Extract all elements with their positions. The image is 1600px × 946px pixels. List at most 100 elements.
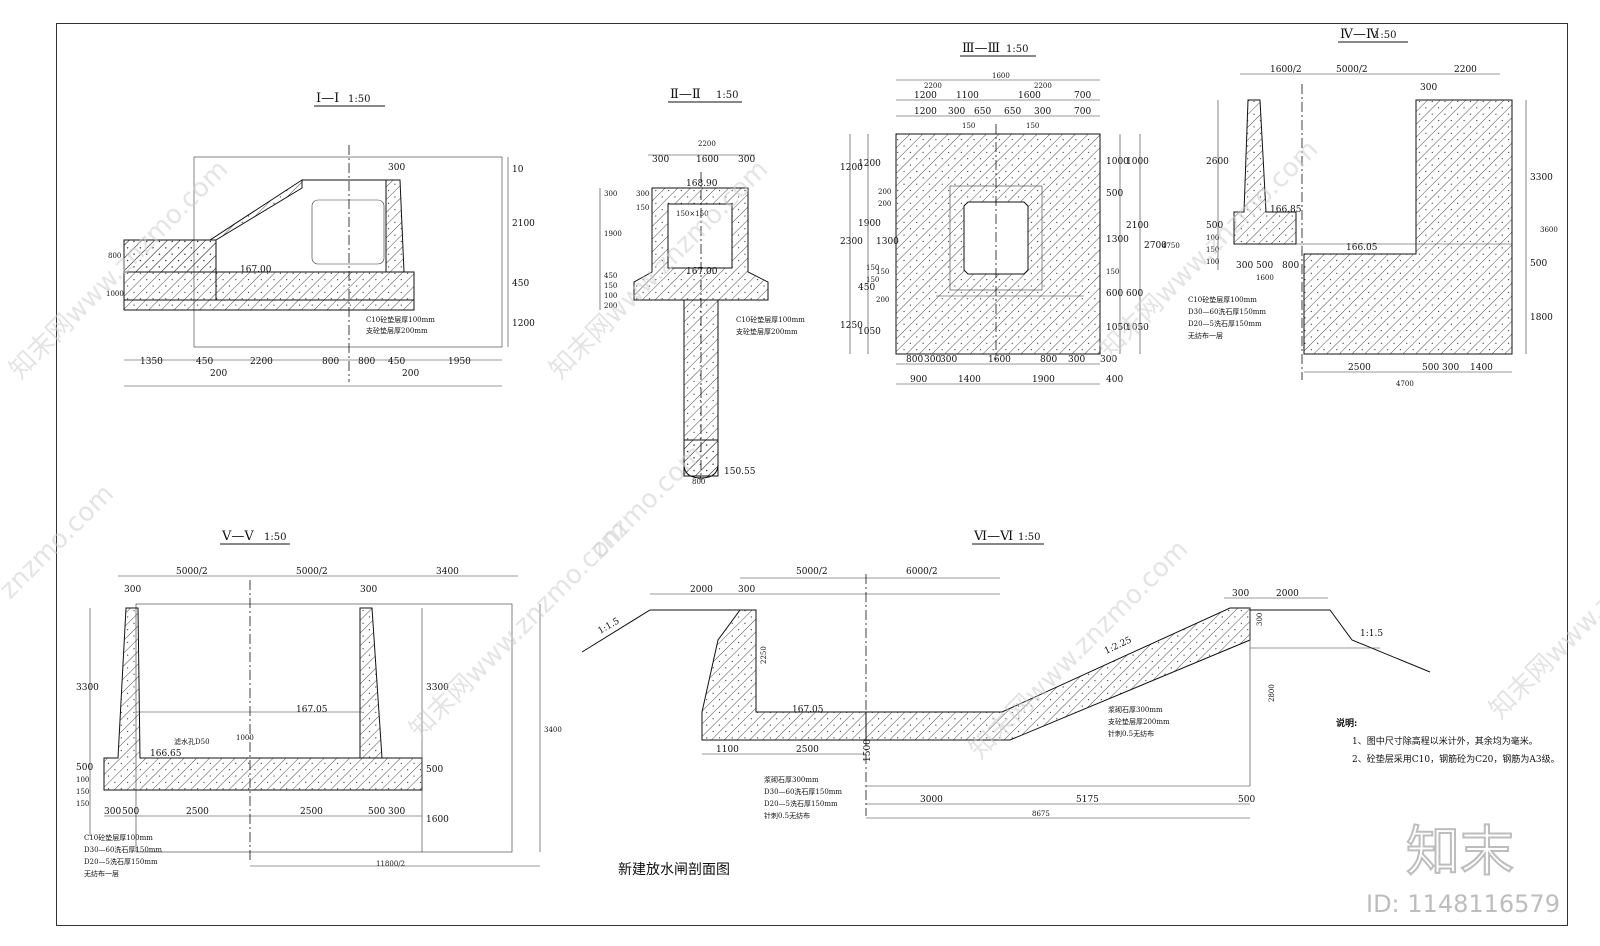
s4-mid-2: 500 <box>1256 261 1273 271</box>
s6-slope-right: 1:1.5 <box>1360 629 1383 639</box>
section-4-title: Ⅳ—Ⅳ <box>1340 27 1380 42</box>
section-6-scale: 1:50 <box>1018 532 1040 543</box>
s4-elev-b: 166.05 <box>1346 243 1378 253</box>
s4-ldim-4: 150 <box>1206 246 1219 254</box>
s1-bdim-5: 800 <box>358 357 375 367</box>
s6-tdim-2: 300 <box>738 585 755 595</box>
s3-ldim2-3: 1300 <box>876 237 899 247</box>
section-1-scale: 1:50 <box>348 94 370 105</box>
section-2: Ⅱ—Ⅱ 1:50 2200 300 1600 300 168.90 150×15… <box>599 87 805 486</box>
s3-row4-2: 150 <box>1026 122 1039 130</box>
s3-rdim-2: 500 <box>1106 189 1123 199</box>
s2-ldim-1: 300 <box>604 190 617 198</box>
s3-row1-1: 2200 <box>924 82 942 90</box>
watermark: 知末网www.znzmo.com <box>1094 134 1325 365</box>
s5-ldim-2: 500 <box>76 763 93 773</box>
s1-bdim2-2: 200 <box>402 369 419 379</box>
s5-tdim-2: 5000/2 <box>296 567 328 577</box>
watermark: znzmo.com <box>584 439 710 565</box>
s2-elev-mid: 167.00 <box>686 267 718 277</box>
s2-ldim-4: 150 <box>604 282 617 290</box>
s2-tdim-2: 1600 <box>696 155 719 165</box>
legend-item-1: 1、图中尺寸除高程以米计外，其余均为毫米。 <box>1352 735 1538 747</box>
s6-nl-1: 浆砌石厚300mm <box>764 775 819 784</box>
section-3-title: Ⅲ—Ⅲ <box>962 41 1000 56</box>
s3-brow1-3: 300 <box>940 355 957 365</box>
s5-tdim-1: 5000/2 <box>176 567 208 577</box>
s5-bdim-2: 500 <box>122 807 139 817</box>
s4-note-1: C10砼垫层厚100mm <box>1188 295 1257 304</box>
s5-ldim-4: 150 <box>76 788 89 796</box>
s4-mid-3: 800 <box>1282 261 1299 271</box>
s4-rtotal: 3600 <box>1540 226 1558 234</box>
s3-rdim2-2: 2100 <box>1126 221 1149 231</box>
s1-bdim-2: 450 <box>196 357 213 367</box>
s5-rdim-3: 1600 <box>426 815 449 825</box>
s6-mid-dim: 1500 <box>863 739 873 762</box>
s3-brow1-7: 300 <box>1100 355 1117 365</box>
s4-ldim-3: 100 <box>1206 234 1219 242</box>
s5-bdim-1: 300 <box>104 807 121 817</box>
s6-bleft-1: 1100 <box>716 745 739 755</box>
s3-row3-5: 300 <box>1034 107 1051 117</box>
s3-rdim-6: 1050 <box>1106 323 1129 333</box>
s2-ldim-6: 200 <box>604 302 617 310</box>
s1-bdim-1: 1350 <box>140 357 163 367</box>
s6-nr-2: 支砼垫层厚200mm <box>1108 717 1170 726</box>
s4-bdim-4: 1400 <box>1470 363 1493 373</box>
watermark: 知末网www.znzmo.com <box>1484 494 1600 725</box>
s2-ldim-2: 1900 <box>604 230 622 238</box>
s2-elev-bot: 150.55 <box>724 467 756 477</box>
s2-tdim-3: 300 <box>738 155 755 165</box>
s5-rdim-2: 500 <box>426 765 443 775</box>
s3-row2-3: 1600 <box>1018 91 1041 101</box>
s3-top-total: 1600 <box>992 72 1010 80</box>
s2-tdim-1: 300 <box>652 155 669 165</box>
s3-brow1-4: 1600 <box>988 355 1011 365</box>
s5-elev-b: 166.65 <box>150 749 182 759</box>
s2-note-1: C10砼垫层厚100mm <box>736 315 805 324</box>
brand-id: ID: 1148116579 <box>1366 890 1560 918</box>
s5-bdim-5: 500 <box>368 807 385 817</box>
s1-bdim-4: 800 <box>322 357 339 367</box>
s3-rdim2-4: 1050 <box>1126 323 1149 333</box>
s4-elev-a: 166.85 <box>1270 205 1302 215</box>
s1-rdim-2: 2100 <box>512 219 535 229</box>
s6-nl-3: D20—5洗石厚150mm <box>764 799 838 808</box>
section-6-title: Ⅵ—Ⅵ <box>973 529 1013 544</box>
s3-rdim-3: 1300 <box>1106 235 1129 245</box>
s5-btotal: 11800/2 <box>376 860 405 868</box>
s4-bdim-1: 2500 <box>1348 363 1371 373</box>
s1-ldim-2: 1000 <box>106 290 124 298</box>
s3-lsmall-2: 200 <box>878 200 891 208</box>
s6-tright-1: 300 <box>1232 589 1249 599</box>
s6-rdim-2: 2800 <box>1268 684 1276 702</box>
s4-ldim-5: 100 <box>1206 258 1219 266</box>
s3-rdim-1: 1000 <box>1106 157 1129 167</box>
legend-heading: 说明: <box>1336 717 1357 729</box>
s5-rtotal: 3400 <box>544 726 562 734</box>
s3-row4-1: 150 <box>962 122 975 130</box>
s1-note-1: C10砼垫层厚100mm <box>366 315 435 324</box>
s3-brow2-4: 400 <box>1106 375 1123 385</box>
s4-ldim-1: 2600 <box>1206 157 1229 167</box>
s4-bdim-3: 300 <box>1442 363 1459 373</box>
s1-ldim-1: 800 <box>108 252 121 260</box>
s1-rdim-1: 10 <box>512 165 524 175</box>
section-4: Ⅳ—Ⅳ 1:50 1600/2 5000/2 2200 300 166.85 1… <box>1188 27 1558 388</box>
s4-tdim-1: 1600/2 <box>1270 65 1302 75</box>
s3-ldim-2: 2300 <box>840 237 863 247</box>
s4-mid-total: 1600 <box>1256 274 1274 282</box>
s2-rdim-1: 300 <box>636 190 649 198</box>
s2-ldim-5: 100 <box>604 292 617 300</box>
s1-bdim-7: 1950 <box>448 357 471 367</box>
s4-note-2: D30—60洗石厚150mm <box>1188 307 1266 316</box>
s3-row3-4: 650 <box>1004 107 1021 117</box>
s1-bdim2-1: 200 <box>210 369 227 379</box>
s3-ldim2-4: 450 <box>858 283 875 293</box>
s3-row3-2: 300 <box>948 107 965 117</box>
drawing-title: 新建放水闸剖面图 <box>618 862 730 878</box>
s2-rdim-2: 150 <box>636 204 649 212</box>
s3-brow1-2: 300 <box>924 355 941 365</box>
